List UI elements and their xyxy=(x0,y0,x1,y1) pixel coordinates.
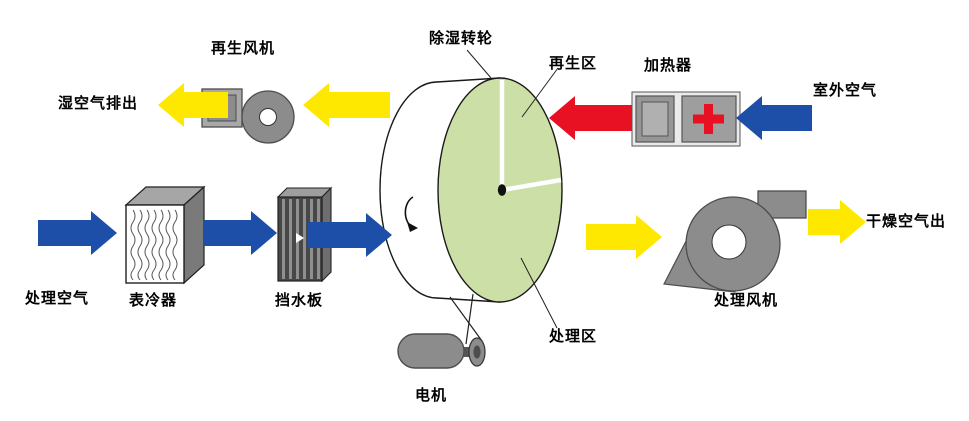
label-heater: 加热器 xyxy=(643,57,693,74)
belt-line-2 xyxy=(465,293,474,345)
label-outdoor-air: 室外空气 xyxy=(812,82,878,99)
motor-body xyxy=(397,333,465,369)
label-wet-air-out: 湿空气排出 xyxy=(57,95,139,112)
wheel-hub-dot xyxy=(497,184,507,196)
label-motor: 电机 xyxy=(414,387,448,404)
leader-line-process-zone xyxy=(520,257,558,329)
desiccant-wheel-graphic xyxy=(379,77,563,303)
label-surface-cooler: 表冷器 xyxy=(128,292,178,309)
arrow-cooler-to-baffle xyxy=(203,211,277,255)
baffle-marker-icon xyxy=(296,233,304,243)
heater-plus-icon xyxy=(693,104,724,134)
cooler-coil-lines xyxy=(130,209,178,281)
heater-graphic xyxy=(631,91,741,147)
label-wheel: 除湿转轮 xyxy=(428,30,494,47)
process-fan-graphic xyxy=(663,190,807,293)
wheel-body-edges xyxy=(436,77,501,303)
arrow-wheel-to-regen-fan xyxy=(303,83,390,127)
belt-line-1 xyxy=(449,296,483,342)
arrow-baffle-to-wheel xyxy=(308,213,392,257)
arrow-wheel-to-process-fan xyxy=(586,215,662,259)
motor-shaft xyxy=(462,347,471,357)
regen-fan-hole xyxy=(259,108,277,126)
label-process-fan: 处理风机 xyxy=(713,292,779,309)
surface-cooler-graphic xyxy=(124,185,206,285)
arrow-heater-to-wheel xyxy=(549,96,632,140)
arrow-dry-air-out xyxy=(808,200,866,244)
label-water-baffle: 挡水板 xyxy=(274,292,324,309)
arrow-process-air-in xyxy=(38,211,117,255)
regen-sector-divider-right xyxy=(501,177,562,193)
label-process-zone: 处理区 xyxy=(548,328,598,345)
label-regen-fan: 再生风机 xyxy=(210,40,276,57)
arrow-outdoor-air-in xyxy=(736,96,812,140)
arrow-wet-air-out xyxy=(158,83,228,127)
leader-line-regen-zone xyxy=(521,67,559,118)
label-regen-zone: 再生区 xyxy=(548,55,598,72)
label-process-air: 处理空气 xyxy=(24,290,90,307)
motor-pulley-center xyxy=(473,345,481,359)
label-dry-air-out: 干燥空气出 xyxy=(865,213,947,230)
rotation-arrow-icon xyxy=(404,196,418,232)
leader-line-wheel-label xyxy=(466,49,492,79)
motor-graphic xyxy=(397,293,486,369)
process-fan-hole xyxy=(711,224,747,260)
heater-block-left-inner xyxy=(641,101,669,137)
